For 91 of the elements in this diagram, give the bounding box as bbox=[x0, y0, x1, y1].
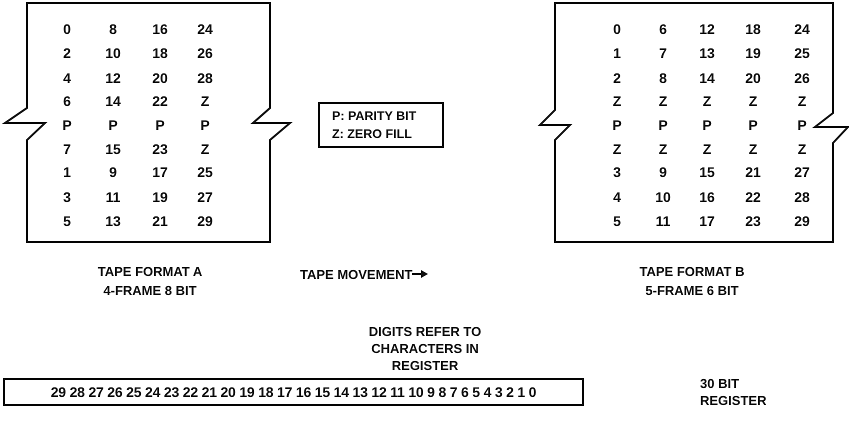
tape-cell: Z bbox=[612, 142, 622, 156]
tape-cell: 23 bbox=[745, 214, 761, 228]
tape-cell: 19 bbox=[152, 190, 168, 204]
tape-cell: P bbox=[797, 118, 807, 132]
key-entry: Z: ZERO FILL bbox=[332, 126, 413, 143]
tape-cell: Z bbox=[658, 142, 668, 156]
tape-cell: 0 bbox=[63, 22, 71, 36]
tape-cell: Z bbox=[798, 142, 806, 156]
tape-cell: 12 bbox=[105, 71, 121, 85]
tape-cell: 11 bbox=[656, 214, 670, 228]
tape-cell: 9 bbox=[109, 165, 117, 179]
tape-cell: 5 bbox=[613, 214, 621, 228]
tape-cell: 29 bbox=[794, 214, 810, 228]
tape-cell: 26 bbox=[197, 46, 213, 60]
key-entry: P: PARITY BIT bbox=[332, 108, 418, 125]
tape-cell: 22 bbox=[745, 190, 761, 204]
tape-cell: Z bbox=[200, 142, 210, 156]
tape-cell: Z bbox=[798, 94, 806, 108]
tape-cell: P bbox=[702, 118, 712, 132]
tape-cell: 12 bbox=[699, 22, 715, 36]
tape-cell: 10 bbox=[655, 190, 671, 204]
tape-cell: Z bbox=[200, 94, 210, 108]
register-digits: 29 28 27 26 25 24 23 22 21 20 19 18 17 16 15 14 13 12 11 10 9 8 7 6 5 4 3 2 1 0 bbox=[50, 382, 536, 402]
tape-cell: 10 bbox=[105, 46, 121, 60]
tape-cell: Z bbox=[748, 94, 758, 108]
tape-cell: Z bbox=[702, 142, 712, 156]
tape-cell: 9 bbox=[659, 165, 667, 179]
tape-cell: P bbox=[612, 118, 622, 132]
tape-cell: P bbox=[108, 118, 118, 132]
tape-cell: 27 bbox=[197, 190, 213, 204]
tape-cell: 14 bbox=[105, 94, 121, 108]
register-caption: 30 BIT REGISTER bbox=[700, 375, 768, 409]
note-text: DIGITS REFER TO CHARACTERS IN REGISTER bbox=[368, 323, 482, 374]
tape-cell: 13 bbox=[699, 46, 715, 60]
tape-cell: 1 bbox=[613, 46, 621, 60]
tape-cell: 2 bbox=[63, 46, 71, 60]
tape-cell: 16 bbox=[152, 22, 168, 36]
tape-cell: Z bbox=[748, 142, 758, 156]
tape-cell: 4 bbox=[63, 71, 71, 85]
tape-cell: 19 bbox=[745, 46, 761, 60]
tape-cell: 2 bbox=[613, 71, 621, 85]
register-box bbox=[3, 378, 584, 406]
tape-cell: 26 bbox=[794, 71, 810, 85]
tape-cell: 24 bbox=[197, 22, 213, 36]
tape-cell: 20 bbox=[152, 71, 168, 85]
tape-movement-label: TAPE MOVEMENT bbox=[300, 268, 412, 281]
tape-cell: 29 bbox=[197, 214, 213, 228]
tape-cell: 22 bbox=[152, 94, 168, 108]
tape-cell: P bbox=[200, 118, 210, 132]
tape-cell: 24 bbox=[794, 22, 810, 36]
key-box bbox=[318, 102, 444, 148]
tape-cell: 16 bbox=[699, 190, 715, 204]
tape-cell: 8 bbox=[109, 22, 117, 36]
tape-cell: 18 bbox=[745, 22, 761, 36]
tape-cell: 28 bbox=[794, 190, 810, 204]
tape-cell: P bbox=[155, 118, 165, 132]
tape-cell: 6 bbox=[63, 94, 71, 108]
tape-cell: 21 bbox=[152, 214, 168, 228]
tape-cell: 1 bbox=[63, 165, 71, 179]
tape-cell: 21 bbox=[745, 165, 761, 179]
tape-cell: 25 bbox=[197, 165, 213, 179]
tape-cell: 23 bbox=[152, 142, 168, 156]
tape-cell: Z bbox=[702, 94, 712, 108]
tape-cell: 6 bbox=[659, 22, 667, 36]
tape-cell: 27 bbox=[794, 165, 810, 179]
tape-cell: 8 bbox=[659, 71, 667, 85]
tape-cell: 17 bbox=[699, 214, 715, 228]
tape-cell: 20 bbox=[745, 71, 761, 85]
tape-cell: 11 bbox=[106, 190, 120, 204]
tape-cell: 7 bbox=[659, 46, 667, 60]
tape-cell: 7 bbox=[63, 142, 71, 156]
tape-cell: P bbox=[658, 118, 668, 132]
tape-cell: Z bbox=[612, 94, 622, 108]
tape-caption: TAPE FORMAT A 4-FRAME 8 BIT bbox=[96, 263, 204, 300]
tape-cell: 14 bbox=[699, 71, 715, 85]
tape-cell: 15 bbox=[699, 165, 715, 179]
tape-cell: 18 bbox=[152, 46, 168, 60]
tape-cell: P bbox=[748, 118, 758, 132]
tape-cell: P bbox=[62, 118, 72, 132]
tape-cell: 5 bbox=[63, 214, 71, 228]
tape-cell: 13 bbox=[105, 214, 121, 228]
tape-cell: 28 bbox=[197, 71, 213, 85]
tape-cell: 0 bbox=[613, 22, 621, 36]
tape-caption: TAPE FORMAT B 5-FRAME 6 BIT bbox=[638, 263, 746, 300]
tape-cell: 3 bbox=[613, 165, 621, 179]
tape-cell: 4 bbox=[613, 190, 621, 204]
tape-cell: 3 bbox=[63, 190, 71, 204]
tape-cell: 15 bbox=[105, 142, 121, 156]
tape-cell: 25 bbox=[794, 46, 810, 60]
tape-cell: 17 bbox=[152, 165, 168, 179]
tape-cell: Z bbox=[658, 94, 668, 108]
